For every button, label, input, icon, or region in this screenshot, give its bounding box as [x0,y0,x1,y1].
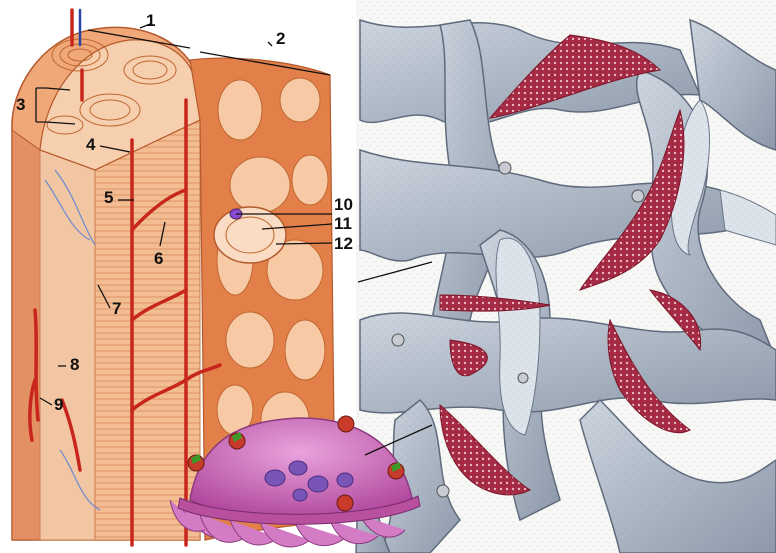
callout-10: 10 [334,196,353,213]
callout-5: 5 [104,189,113,206]
callout-6: 6 [154,250,163,267]
callout-7: 7 [112,300,121,317]
callout-11: 11 [334,215,352,232]
callout-9: 9 [54,396,63,413]
callout-12: 12 [334,235,353,252]
spongy-bone-panel [356,0,776,553]
callout-8: 8 [70,356,79,373]
callout-3: 3 [16,96,25,113]
callout-1: 1 [146,12,155,29]
callout-4: 4 [86,136,95,153]
callout-2: 2 [276,30,285,47]
